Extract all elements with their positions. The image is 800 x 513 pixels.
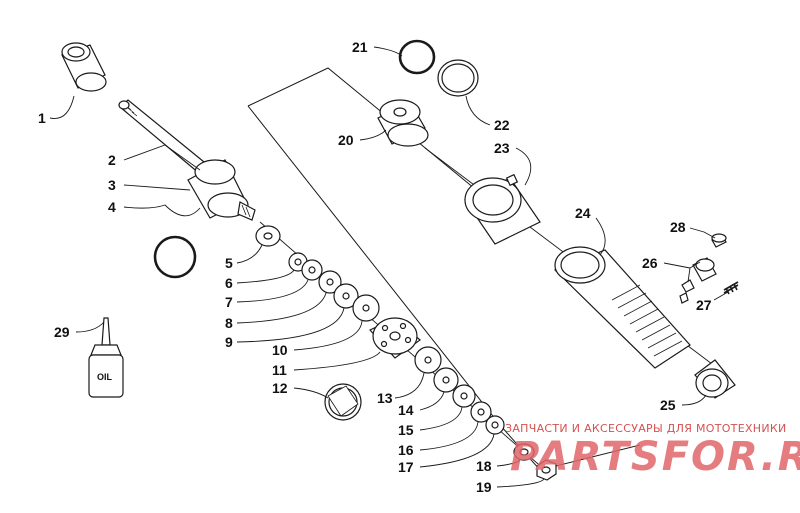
part-1-eyelet bbox=[61, 42, 107, 92]
part-13-washer bbox=[414, 346, 442, 374]
callout-9: 9 bbox=[225, 334, 233, 350]
callout-14: 14 bbox=[398, 402, 414, 418]
callout-20: 20 bbox=[338, 132, 354, 148]
callout-25: 25 bbox=[660, 397, 676, 413]
watermark-site: PARTSFOR.RU bbox=[510, 434, 800, 480]
callout-3: 3 bbox=[108, 177, 116, 193]
callout-29: 29 bbox=[54, 324, 70, 340]
callout-21: 21 bbox=[352, 39, 368, 55]
callout-8: 8 bbox=[225, 315, 233, 331]
part-5-washer bbox=[255, 225, 281, 247]
part-16-shim bbox=[470, 401, 492, 423]
callout-27: 27 bbox=[696, 297, 712, 313]
callout-19: 19 bbox=[476, 479, 492, 495]
callout-13: 13 bbox=[377, 390, 393, 406]
part-11-piston bbox=[369, 317, 421, 359]
callout-28: 28 bbox=[670, 219, 686, 235]
callout-5: 5 bbox=[225, 255, 233, 271]
callout-4: 4 bbox=[108, 199, 116, 215]
part-22-ring bbox=[437, 59, 479, 97]
part-27-pin bbox=[723, 281, 739, 295]
part-26-valve bbox=[679, 257, 717, 304]
part-8-shim bbox=[318, 270, 342, 294]
part-29-oil-bottle: OIL bbox=[88, 317, 124, 398]
part-21-o-ring bbox=[398, 39, 436, 75]
part-25-bushing bbox=[694, 359, 736, 399]
part-9-shim bbox=[333, 283, 359, 309]
callout-1: 1 bbox=[38, 110, 46, 126]
part-10-shim bbox=[352, 294, 380, 322]
part-23-spring-seat bbox=[464, 173, 541, 245]
callout-26: 26 bbox=[642, 255, 658, 271]
part-20-reservoir-cap bbox=[377, 99, 429, 147]
part-4-o-ring bbox=[153, 235, 197, 279]
part-28-screw bbox=[711, 233, 727, 248]
part-17-shim bbox=[485, 415, 505, 435]
callout-16: 16 bbox=[398, 442, 414, 458]
part-12-piston-ring bbox=[324, 383, 362, 421]
callout-11: 11 bbox=[272, 362, 287, 378]
callout-23: 23 bbox=[494, 140, 510, 156]
callout-6: 6 bbox=[225, 275, 233, 291]
part-19-nut bbox=[536, 459, 557, 481]
callout-10: 10 bbox=[272, 342, 288, 358]
part-7-shim bbox=[301, 259, 323, 281]
callout-7: 7 bbox=[225, 294, 233, 310]
part-18-washer bbox=[513, 443, 535, 461]
callout-24: 24 bbox=[575, 205, 591, 221]
watermark: ЗАПЧАСТИ И АКСЕССУАРЫ ДЛЯ МОТОТЕХНИКИ PA… bbox=[505, 422, 800, 480]
callout-2: 2 bbox=[108, 152, 116, 168]
callout-12: 12 bbox=[272, 380, 288, 396]
oil-label: OIL bbox=[97, 372, 113, 382]
leader-lines bbox=[49, 46, 729, 488]
callout-17: 17 bbox=[398, 459, 414, 475]
assembly-frame bbox=[247, 67, 526, 231]
part-24-boot bbox=[553, 246, 691, 369]
part-15-shim bbox=[452, 384, 476, 408]
watermark-tagline: ЗАПЧАСТИ И АКСЕССУАРЫ ДЛЯ МОТОТЕХНИКИ bbox=[505, 422, 787, 435]
part-3-body-cap bbox=[187, 159, 256, 221]
callout-22: 22 bbox=[494, 117, 510, 133]
callout-15: 15 bbox=[398, 422, 414, 438]
part-14-shim bbox=[433, 367, 459, 393]
callout-18: 18 bbox=[476, 458, 492, 474]
